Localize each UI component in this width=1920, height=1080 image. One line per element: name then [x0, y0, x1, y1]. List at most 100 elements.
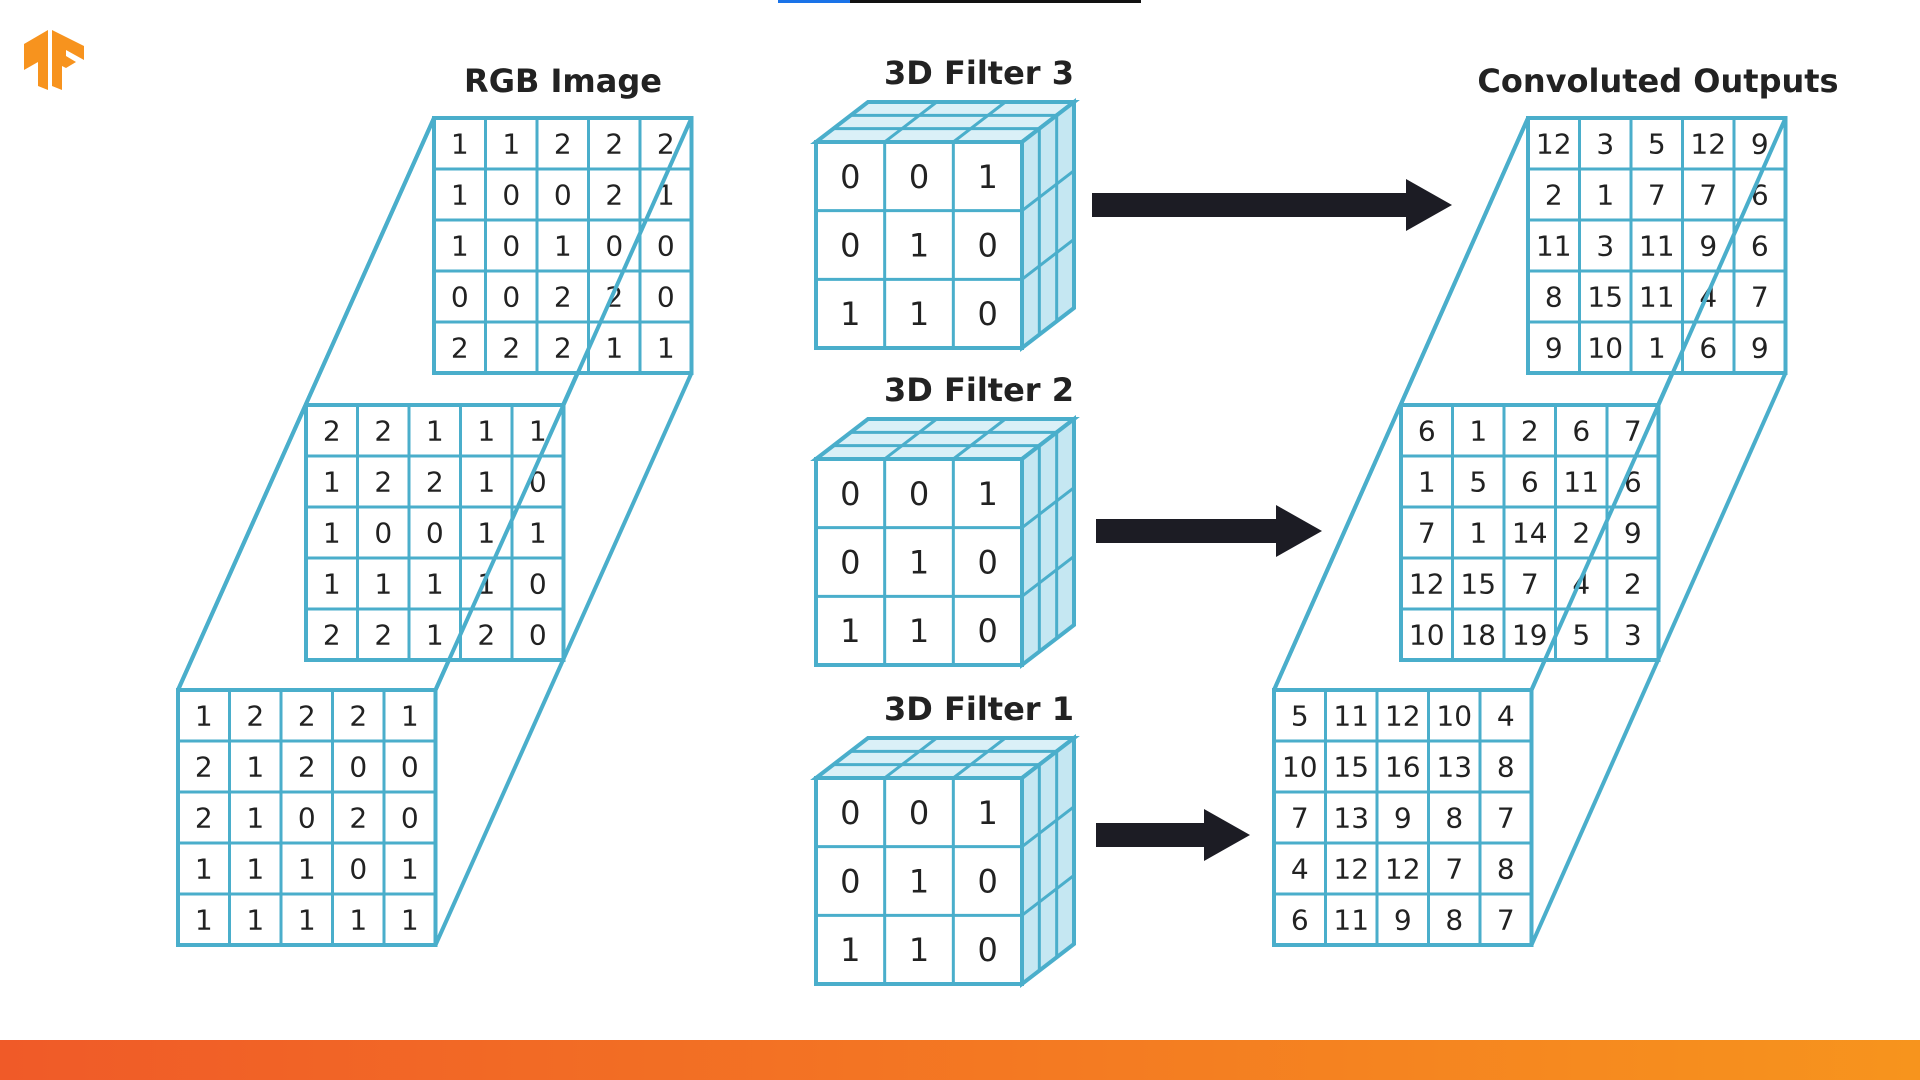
- grid-cell: 2: [374, 415, 392, 448]
- grid-cell: 0: [977, 227, 997, 265]
- grid-cell: 6: [1624, 466, 1642, 499]
- grid-cell: 0: [977, 295, 997, 333]
- grid-cell: 12: [1385, 700, 1421, 733]
- grid-cell: 12: [1333, 853, 1369, 886]
- grid-line: [1021, 805, 1075, 848]
- grid-cell: 9: [1394, 904, 1412, 937]
- grid-cell: 7: [1497, 802, 1515, 835]
- grid-cell: 7: [1291, 802, 1309, 835]
- filter-front-face-frame: [814, 776, 1024, 986]
- grid-cell: 6: [1699, 332, 1717, 365]
- grid-cell: 6: [1751, 230, 1769, 263]
- filter-front-face-frame: [814, 140, 1024, 350]
- grid-cell: 8: [1497, 853, 1515, 886]
- grid-cell: 0: [426, 517, 444, 550]
- grid-cell: 5: [1469, 466, 1487, 499]
- grid-cell: 1: [909, 931, 929, 969]
- grid-line: [952, 417, 1007, 461]
- grid-cell: 1: [1418, 466, 1436, 499]
- grid-cell: 2: [1521, 415, 1539, 448]
- grid-line: [883, 100, 938, 144]
- grid-cell: 1: [323, 568, 341, 601]
- grid-cell: 3: [1624, 619, 1642, 652]
- grid-cell: 2: [195, 751, 213, 784]
- grid-cell: 16: [1385, 751, 1421, 784]
- grid-cell: 12: [1385, 853, 1421, 886]
- grid-cell: 11: [1536, 230, 1572, 263]
- grid-cell: 0: [529, 619, 547, 652]
- grid-cell: 1: [323, 517, 341, 550]
- grid-cell: 1: [1596, 179, 1614, 212]
- arrow-right-icon: [1092, 179, 1452, 231]
- grid-cell: 2: [1624, 568, 1642, 601]
- grid-cell: 2: [374, 619, 392, 652]
- grid-cell: 1: [977, 794, 997, 832]
- grid-cell: 2: [349, 700, 367, 733]
- grid-cell: 0: [977, 612, 997, 650]
- grid-cell: 1: [246, 751, 264, 784]
- grid-cell: 1: [657, 179, 675, 212]
- grid-cell: 0: [840, 158, 860, 196]
- grid-cell: 11: [1639, 281, 1675, 314]
- grid-cell: 7: [1751, 281, 1769, 314]
- grid-cell: 4: [1291, 853, 1309, 886]
- grid-line: [952, 100, 1007, 144]
- grid-cell: 9: [1394, 802, 1412, 835]
- grid-cell: 0: [298, 802, 316, 835]
- grid-cell: 0: [657, 281, 675, 314]
- grid-cell: 6: [1521, 466, 1539, 499]
- grid-cell: 1: [909, 227, 929, 265]
- grid-cell: 1: [840, 612, 860, 650]
- grid-cell: 3: [1596, 128, 1614, 161]
- grid-cell: 2: [657, 128, 675, 161]
- grid-cell: 2: [323, 619, 341, 652]
- grid-cell: 0: [909, 794, 929, 832]
- grid-cell: 0: [840, 227, 860, 265]
- grid-cell: 1: [477, 415, 495, 448]
- grid-cell: 1: [246, 904, 264, 937]
- grid-cell: 2: [246, 700, 264, 733]
- grid-cell: 1: [401, 700, 419, 733]
- grid-cell: 8: [1545, 281, 1563, 314]
- grid-cell: 1: [909, 612, 929, 650]
- grid-line: [1021, 555, 1075, 598]
- grid-line: [952, 736, 1007, 780]
- output-layer-1-frame: [1526, 116, 1788, 375]
- grid-cell: 0: [977, 863, 997, 901]
- convoluted-outputs-title: Convoluted Outputs: [1477, 62, 1838, 100]
- grid-cell: 7: [1648, 179, 1666, 212]
- rgb-layer-3-frame: [176, 688, 438, 947]
- grid-line: [883, 417, 938, 461]
- grid-cell: 2: [605, 128, 623, 161]
- stack-edge: [1529, 404, 1661, 691]
- grid-cell: 0: [977, 544, 997, 582]
- grid-line: [883, 736, 938, 780]
- grid-cell: 2: [374, 466, 392, 499]
- video-progress-strip[interactable]: [778, 0, 1141, 3]
- cube-side-face: [1020, 414, 1076, 670]
- grid-cell: 1: [195, 700, 213, 733]
- grid-cell: 13: [1436, 751, 1472, 784]
- grid-cell: 0: [909, 475, 929, 513]
- grid-cell: 0: [657, 230, 675, 263]
- grid-cell: 0: [401, 802, 419, 835]
- grid-cell: 10: [1436, 700, 1472, 733]
- grid-cell: 2: [605, 179, 623, 212]
- output-layer-1: 12351292177611311968151147910169: [1526, 116, 1788, 375]
- grid-cell: 2: [554, 281, 572, 314]
- grid-cell: 2: [426, 466, 444, 499]
- tensorflow-logo-icon: [24, 30, 84, 90]
- arrow-head: [1276, 505, 1322, 557]
- grid-cell: 1: [477, 466, 495, 499]
- grid-cell: 1: [451, 128, 469, 161]
- grid-cell: 0: [977, 931, 997, 969]
